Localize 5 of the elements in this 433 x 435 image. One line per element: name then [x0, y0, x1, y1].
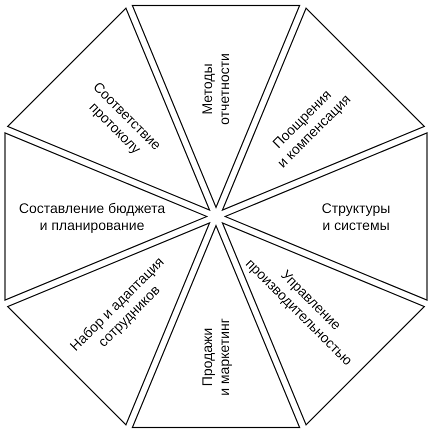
triangle-segment — [221, 221, 426, 426]
segment-label: Продажи и маркетинг — [199, 318, 233, 396]
segment-label: Методы отчетности — [199, 52, 233, 124]
segment-label: Составление бюджета и планирование — [18, 200, 166, 234]
segment-label: Структуры и системы — [322, 200, 390, 234]
